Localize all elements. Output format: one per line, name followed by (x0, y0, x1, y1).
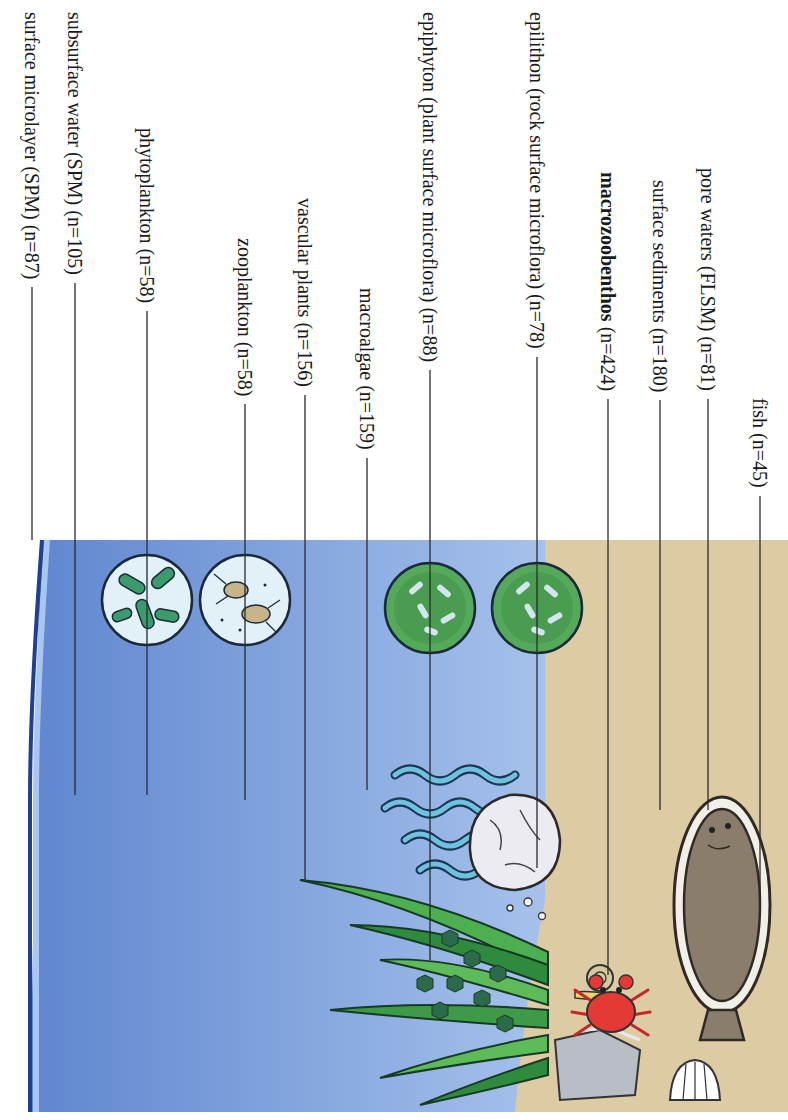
leader-line (607, 399, 608, 975)
water-surface (30, 540, 42, 1112)
label-line: zooplankton (n=58) (234, 238, 256, 396)
label-text: vascular plants (n=156) (294, 198, 316, 387)
label-line: surface sediments (n=180) (649, 180, 671, 392)
crab (555, 975, 650, 1100)
label-line: epilithon (rock surface microflora) (n=7… (526, 12, 548, 349)
label-text: zooplankton (n=58) (234, 238, 256, 396)
seashell (670, 1060, 720, 1100)
label-text: fish (n=45) (749, 398, 771, 488)
vascular-plants (300, 880, 548, 1105)
label-line: epiphyton (plant surface microflora) (n=… (419, 12, 441, 362)
leader-line (659, 400, 660, 810)
leader-line (304, 395, 305, 880)
label-text: macrozoobenthos (597, 172, 619, 322)
label-line: phytoplankton (n=58) (136, 128, 158, 303)
label-text: (n=424) (597, 327, 619, 392)
label-text: epiphyton (plant surface microflora) (n=… (419, 12, 441, 362)
label-text: macroalgae (n=159) (356, 288, 378, 450)
leader-line (536, 357, 537, 868)
label-line: subsurface water (SPM) (n=105) (64, 12, 86, 275)
label-text: surface sediments (n=180) (649, 180, 671, 392)
water-body (30, 540, 560, 1112)
pebbles (507, 898, 546, 920)
white-rock (470, 795, 560, 890)
label-text: subsurface water (SPM) (n=105) (64, 12, 86, 275)
leader-line (146, 311, 147, 795)
label-line: pore waters (FLSM) (n=81) (697, 168, 719, 391)
flatfish (674, 797, 770, 1040)
label-line: vascular plants (n=156) (294, 198, 316, 387)
label-text: pore waters (FLSM) (n=81) (697, 168, 719, 391)
leader-line (366, 458, 367, 790)
leader-line (31, 287, 32, 540)
leader-line (74, 283, 75, 795)
leader-line (429, 370, 430, 960)
label-line: macrozoobenthos (n=424) (597, 172, 619, 391)
label-text: epilithon (rock surface microflora) (n=7… (526, 12, 548, 349)
label-text: phytoplankton (n=58) (136, 128, 158, 303)
leader-line (244, 404, 245, 800)
label-line: macroalgae (n=159) (356, 288, 378, 450)
epiphyton-colonies (417, 930, 513, 1032)
label-line: fish (n=45) (749, 398, 771, 488)
leader-line (759, 496, 760, 900)
leader-line (707, 399, 708, 810)
label-line: surface microlayer (SPM) (n=87) (21, 12, 43, 279)
label-text: surface microlayer (SPM) (n=87) (21, 12, 43, 279)
